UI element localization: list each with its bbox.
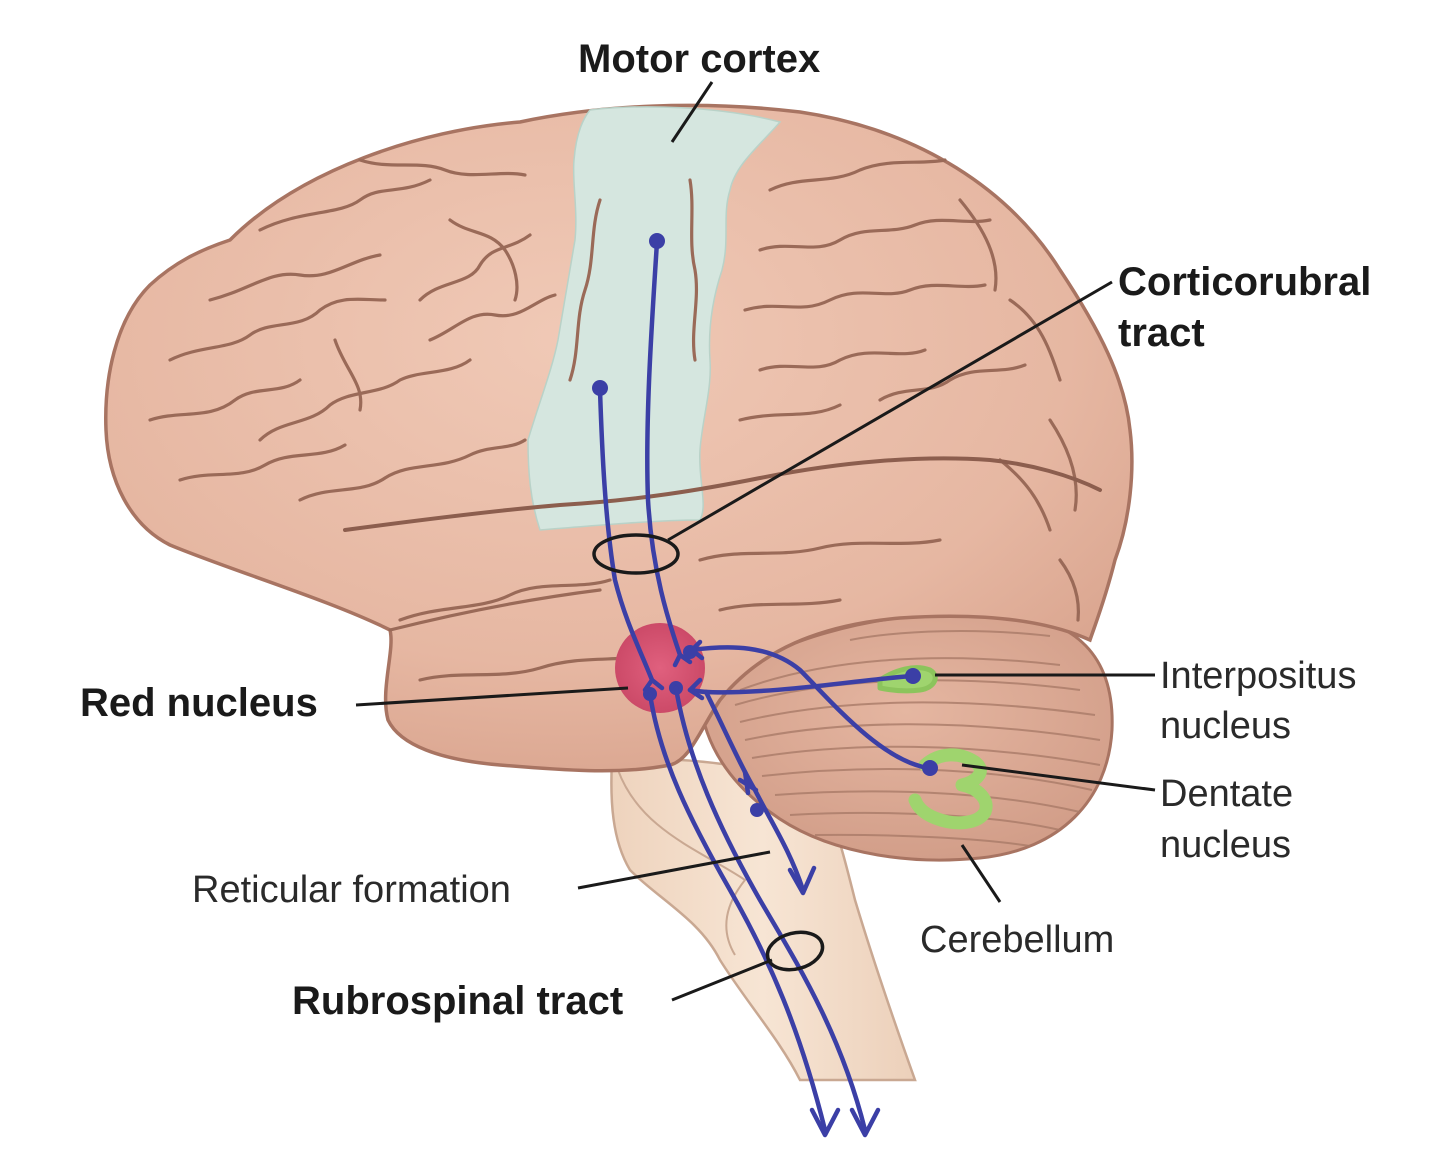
cortex-neuron-2 xyxy=(649,233,665,249)
label-dentate-line2: nucleus xyxy=(1160,824,1291,866)
rubrospinal-fiber-1 xyxy=(647,691,828,1133)
leader-dentate xyxy=(961,763,1156,792)
leader-reticular xyxy=(577,850,771,890)
label-interpositus-line2: nucleus xyxy=(1160,705,1291,747)
leader-lines xyxy=(355,81,1156,1002)
leader-cerebellum xyxy=(960,844,1002,903)
label-cerebellum: Cerebellum xyxy=(920,919,1114,961)
label-reticular-formation: Reticular formation xyxy=(192,869,511,911)
rubrospinal-tract-marker xyxy=(765,930,825,972)
corticorubral-fiber-1 xyxy=(597,387,655,683)
label-corticorubral-line1: Corticorubral xyxy=(1118,260,1371,304)
neural-tracts xyxy=(592,233,938,1138)
corticorubral-fiber-2 xyxy=(645,239,683,658)
interpositus-neuron xyxy=(905,668,921,684)
leader-motor-cortex xyxy=(670,81,714,143)
label-red-nucleus: Red nucleus xyxy=(80,681,318,725)
cortex-neuron-1 xyxy=(592,380,608,396)
reticular-neuron xyxy=(750,803,764,817)
leader-red-nucleus xyxy=(355,686,629,707)
rubrospinal-fiber-2 xyxy=(673,685,868,1133)
pons-bulge xyxy=(617,769,747,956)
corticorubral-tract-marker xyxy=(592,533,680,575)
leader-corticorubral xyxy=(667,280,1113,542)
label-interpositus-line1: Interpositus xyxy=(1160,655,1356,697)
label-motor-cortex: Motor cortex xyxy=(578,37,820,81)
dentate-fiber xyxy=(689,645,931,771)
dentate-nucleus xyxy=(908,748,993,830)
label-rubrospinal-tract: Rubrospinal tract xyxy=(292,979,623,1023)
dentate-neuron xyxy=(922,760,938,776)
red-nucleus xyxy=(615,623,705,713)
leader-rubrospinal xyxy=(671,958,773,1002)
label-corticorubral-line2: tract xyxy=(1118,311,1205,355)
label-dentate-line1: Dentate xyxy=(1160,773,1293,815)
cerebral-sulci xyxy=(148,158,1102,682)
